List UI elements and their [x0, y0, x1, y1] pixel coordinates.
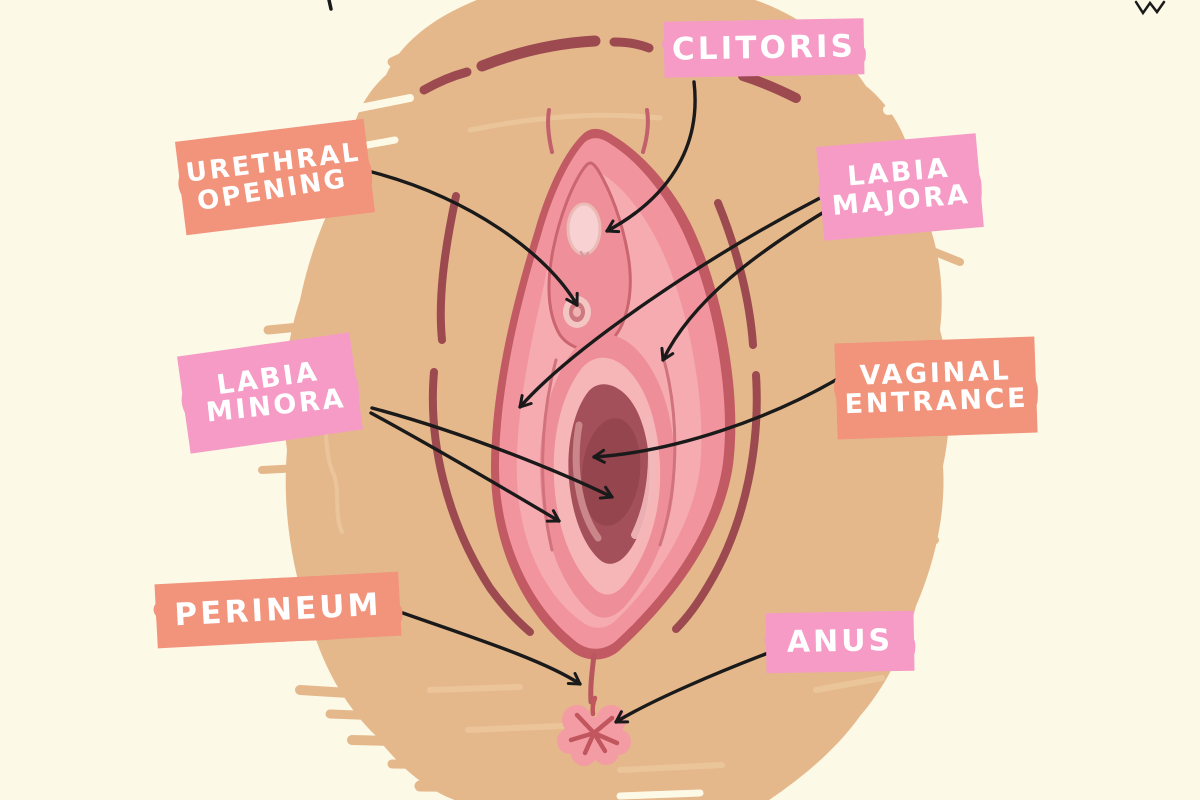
arrow-anus [614, 648, 778, 724]
urethral-opening [563, 296, 591, 328]
mons-crease [419, 35, 801, 103]
perineum-line [588, 652, 597, 705]
arrow-urethral-opening [362, 168, 579, 307]
label-labia-majora: LABIA MAJORA [816, 133, 984, 241]
arrow-perineum [398, 610, 582, 686]
glans-clitoris [566, 202, 602, 256]
label-perineum: PERINEUM [154, 571, 402, 649]
arrow-labia-majora-right [660, 210, 826, 362]
label-clitoris: CLITORIS [663, 18, 865, 78]
label-vaginal-line2: ENTRANCE [844, 382, 1029, 421]
arrow-clitoris [605, 80, 697, 234]
label-vaginal-entrance: VAGINAL ENTRANCE [834, 336, 1038, 440]
arrow-labia-minora-upper [370, 406, 614, 500]
label-clitoris-text: CLITORIS [671, 28, 857, 68]
label-anus-text: ANUS [786, 623, 894, 661]
outer-labia-creases [428, 192, 761, 636]
edge-doodles [327, 0, 1166, 16]
arrow-labia-majora-left [518, 196, 822, 409]
arrow-labia-minora-lower [369, 411, 561, 523]
arrow-vaginal-entrance [592, 372, 848, 464]
callout-arrows [362, 80, 848, 724]
label-anus: ANUS [765, 610, 915, 674]
